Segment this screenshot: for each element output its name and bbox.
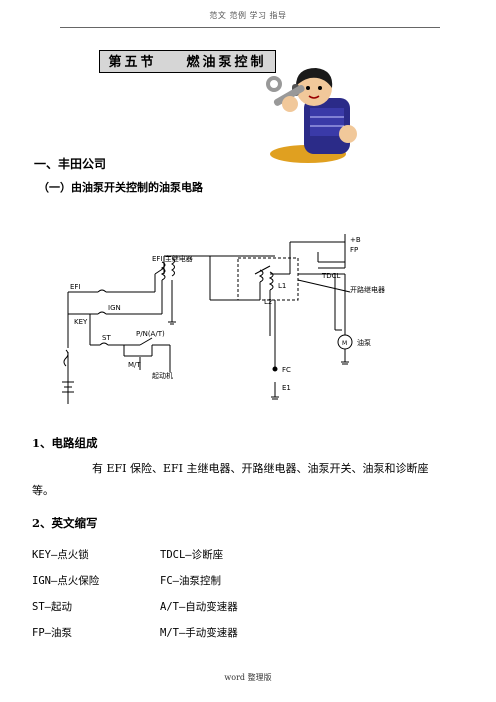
section-title: 第五节 燃油泵控制 <box>99 50 276 73</box>
label-pn: P/N(A/T) <box>136 330 165 338</box>
label-l1: L1 <box>278 282 286 290</box>
label-fc: FC <box>282 366 291 374</box>
heading-abbreviations: 2、英文缩写 <box>32 516 98 530</box>
page-footer: word 整理版 <box>224 673 272 682</box>
abbr-at: A/T—自动变速器 <box>160 601 238 613</box>
label-fp: FP <box>350 246 358 254</box>
fuel-pump-circuit-diagram: EFI 主继电器 EFI IGN KEY ST P/N(A/T) M/T 起动机… <box>62 234 385 404</box>
label-starter: 起动机 <box>152 371 173 380</box>
label-circuit-relay: 开路继电器 <box>350 285 385 294</box>
heading-pump-circuit: （一）由油泵开关控制的油泵电路 <box>38 181 203 194</box>
label-l2: L2 <box>264 298 272 306</box>
label-fuel-pump: 油泵 <box>357 338 371 347</box>
label-ign: IGN <box>108 304 121 312</box>
mascot-illustration <box>266 68 357 163</box>
label-motor: M <box>342 340 347 347</box>
abbr-fp: FP—油泵 <box>32 627 72 639</box>
label-efi-main-relay: EFI 主继电器 <box>152 254 193 263</box>
heading-toyota: 一、丰田公司 <box>34 157 107 171</box>
abbr-key: KEY—点火锁 <box>32 549 89 561</box>
label-e1: E1 <box>282 384 291 392</box>
abbr-mt: M/T—手动变速器 <box>160 627 238 639</box>
label-st: ST <box>102 334 111 342</box>
page-header: 范文 范例 学习 指导 <box>209 11 287 20</box>
header-rule <box>60 27 440 28</box>
label-mt: M/T <box>128 361 141 369</box>
paragraph-composition-line2: 等。 <box>32 484 54 497</box>
heading-circuit-composition: 1、电路组成 <box>32 436 98 450</box>
label-efi: EFI <box>70 283 81 291</box>
label-tdcl: TDCL <box>321 272 341 280</box>
abbr-fc: FC—油泵控制 <box>160 575 221 587</box>
abbr-st: ST—起动 <box>32 601 72 613</box>
abbr-tdcl: TDCL—诊断座 <box>160 549 224 561</box>
label-key: KEY <box>74 318 88 326</box>
label-b-plus: +B <box>350 236 361 244</box>
abbr-ign: IGN—点火保险 <box>32 575 100 587</box>
paragraph-composition-line1: 有 EFI 保险、EFI 主继电器、开路继电器、油泵开关、油泵和诊断座 <box>92 462 429 475</box>
